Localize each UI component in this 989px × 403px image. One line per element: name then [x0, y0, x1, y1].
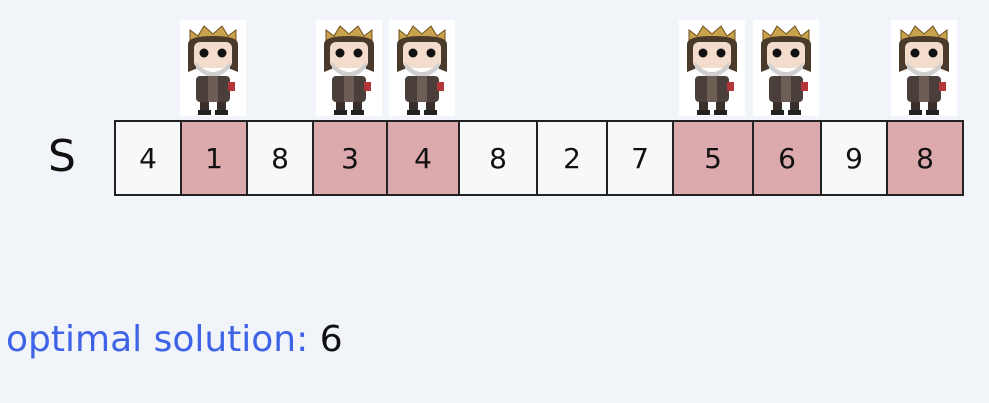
- sequence-cell: 4: [114, 120, 182, 196]
- sequence-cell: 7: [606, 120, 674, 196]
- sequence-cell: 5: [672, 120, 754, 196]
- king-figure-icon: [389, 20, 455, 116]
- sequence-cell: 9: [820, 120, 888, 196]
- sequence-label: S: [48, 131, 76, 182]
- king-figure-icon: [679, 20, 745, 116]
- sequence-cell: 4: [386, 120, 460, 196]
- sequence-cell: 8: [458, 120, 538, 196]
- sequence-cell: 6: [752, 120, 822, 196]
- sequence-cell: 1: [180, 120, 248, 196]
- sequence-cell: 3: [312, 120, 388, 196]
- sequence-cell: 2: [536, 120, 608, 196]
- king-figure-icon: [180, 20, 246, 116]
- optimal-solution-label: optimal solution:: [6, 319, 309, 360]
- king-figure-icon: [891, 20, 957, 116]
- optimal-solution-value: 6: [319, 319, 343, 360]
- sequence-cell: 8: [886, 120, 964, 196]
- optimal-solution-caption: optimal solution: 6: [6, 318, 343, 362]
- sequence-cell: 8: [246, 120, 314, 196]
- king-figure-icon: [316, 20, 382, 116]
- king-figure-icon: [753, 20, 819, 116]
